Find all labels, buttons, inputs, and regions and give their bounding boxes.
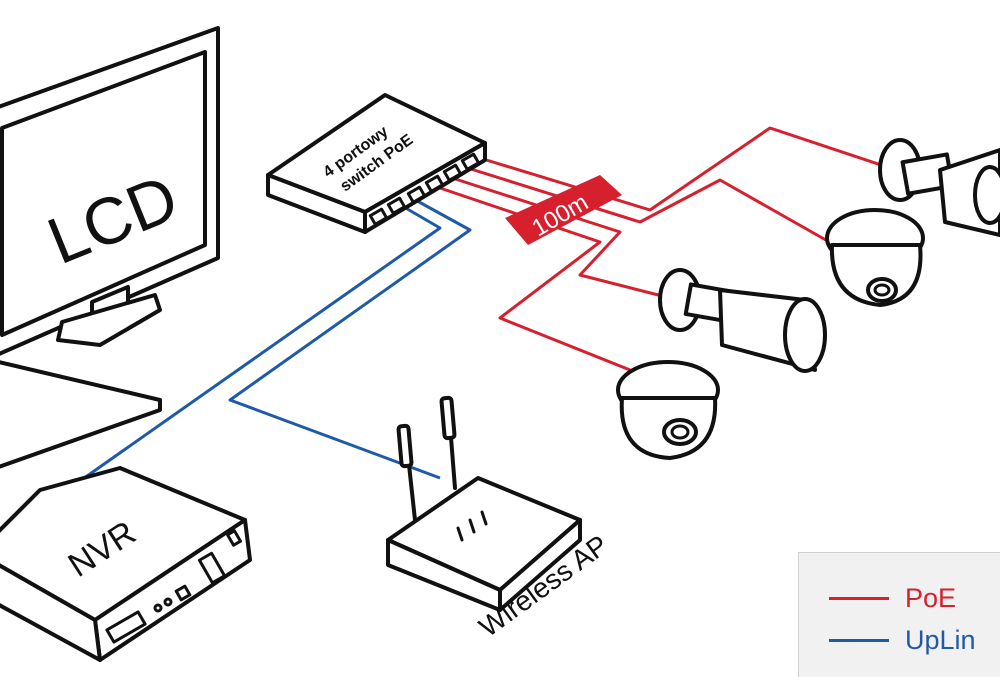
lcd-monitor: LCD (0, 26, 220, 356)
poe-cable-1 (469, 126, 891, 212)
legend-item-poe: PoE (829, 583, 956, 613)
nvr-device: NVR (0, 466, 252, 662)
poe-switch: 4 portowy switch PoE (266, 93, 487, 234)
bullet-camera-2 (658, 268, 827, 373)
legend-item-uplink: UpLin (829, 625, 976, 655)
legend-uplink-line (829, 638, 889, 642)
bullet-camera-1 (878, 138, 1000, 237)
switch-ports (368, 152, 481, 226)
legend-poe-label: PoE (905, 582, 957, 613)
poe-cable-2 (457, 163, 841, 250)
legend: PoE UpLin (798, 552, 1000, 677)
distance-badge-shape (505, 175, 622, 245)
ap-side (498, 518, 582, 612)
legend-poe-line (829, 596, 889, 600)
dome-camera-1 (825, 208, 925, 307)
legend-uplink-label: UpLin (905, 624, 976, 655)
monitor-screen (0, 50, 207, 337)
nvr-side (0, 563, 102, 662)
switch-side (266, 173, 367, 234)
dome-camera-1-dome (829, 243, 923, 307)
wireless-ap: Wireless AP (386, 395, 614, 643)
desk-panel (0, 360, 162, 469)
nvr-ports (105, 529, 242, 644)
dome-camera-2 (616, 360, 720, 460)
monitor-stand-base (56, 293, 162, 347)
uplink-cable-ap (228, 195, 472, 480)
poe-cable-3 (445, 174, 671, 300)
